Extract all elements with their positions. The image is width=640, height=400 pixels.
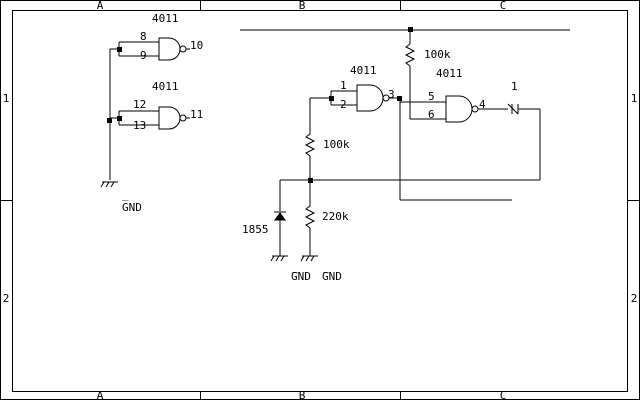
gate-part-label: 4011 <box>436 67 463 80</box>
diode-label: 1855 <box>242 223 269 236</box>
border-col-label-a-bottom: A <box>97 389 104 400</box>
gate-input-pin-b: 6 <box>428 108 435 121</box>
diode-triangle <box>274 212 286 221</box>
ground-hatch <box>100 181 105 188</box>
gate-input-pin-b: 13 <box>133 119 146 132</box>
ground-symbol <box>100 181 118 188</box>
ground-label: GND <box>291 270 311 283</box>
border-col-label-a: A <box>97 0 104 12</box>
resistor-zigzag <box>304 133 316 157</box>
ground-hatch <box>280 255 285 262</box>
diode-d1: 1855 <box>242 180 286 256</box>
ground-symbol-resistor <box>300 255 318 262</box>
inversion-bubble <box>471 105 479 113</box>
left-ground-net: _ GND <box>100 47 142 214</box>
border-row-label-1: 1 <box>3 92 10 105</box>
gate-input-pin-a: 12 <box>133 98 146 111</box>
gate-output-pin: 10 <box>190 39 203 52</box>
connector-pin-label: 1 <box>511 80 518 93</box>
junction-dot <box>107 118 112 123</box>
ground-hatch <box>110 181 115 188</box>
nand-gate-body <box>445 95 473 123</box>
gate-u1c: 4011 10 8 9 <box>118 12 203 62</box>
junction-dot <box>117 47 122 52</box>
ground-hatch <box>305 255 310 262</box>
junction-dot <box>408 27 413 32</box>
resistor-r1: 100k <box>404 30 451 97</box>
junction-dot <box>397 96 402 101</box>
gate-part-label: 4011 <box>152 80 179 93</box>
inner-border <box>12 10 628 392</box>
gate-u1a: 4011 3 1 2 <box>329 64 400 112</box>
inversion-bubble <box>179 114 187 122</box>
border-row-label-2-right: 2 <box>631 292 638 305</box>
border-col-label-c-bottom: C <box>500 389 507 400</box>
ground-hatch <box>270 255 275 262</box>
gate-input-pin-a: 5 <box>428 90 435 103</box>
inversion-bubble <box>179 45 187 53</box>
ground-label: GND <box>322 270 342 283</box>
ground-overbar: _ <box>323 260 330 273</box>
gate-input-pin-b: 2 <box>340 98 347 111</box>
ground-label: GND <box>122 201 142 214</box>
ground-overbar: _ <box>122 188 129 201</box>
gate-part-label: 4011 <box>152 12 179 25</box>
junction-dot <box>329 96 334 101</box>
gate-output-pin: 4 <box>479 98 486 111</box>
ground-symbol-diode <box>270 255 288 262</box>
resistor-value: 100k <box>424 48 451 61</box>
gate-output-pin: 11 <box>190 108 203 121</box>
resistor-value: 220k <box>322 210 349 223</box>
output-connector: 1 <box>507 80 540 115</box>
nand-gate-body <box>356 84 384 112</box>
ground-hatch <box>310 255 315 262</box>
ground-hatch <box>105 181 110 188</box>
border-row-label-1-right: 1 <box>631 92 638 105</box>
ground-overbar: _ <box>292 260 299 273</box>
nand-gate-body <box>158 37 181 61</box>
ground-hatch <box>275 255 280 262</box>
connector-mark <box>507 103 519 115</box>
ground-hatch <box>300 255 305 262</box>
border-col-label-b-bottom: B <box>299 389 306 400</box>
junction-dot <box>117 116 122 121</box>
resistor-r3: 220k <box>304 180 349 256</box>
resistor-value: 100k <box>323 138 350 151</box>
border-col-label-b: B <box>299 0 306 12</box>
resistor-zigzag <box>304 205 316 229</box>
border-col-label-c: C <box>500 0 507 12</box>
nand-gate-body <box>158 106 181 130</box>
gate-output-pin: 3 <box>388 88 395 101</box>
gate-part-label: 4011 <box>350 64 377 77</box>
gate-input-pin-b: 9 <box>140 49 147 62</box>
border-row-label-2: 2 <box>3 292 10 305</box>
gate-input-pin-a: 1 <box>340 79 347 92</box>
resistor-r2: 100k <box>304 97 350 180</box>
resistor-zigzag <box>404 43 416 67</box>
gate-u1d: 4011 11 12 13 <box>118 80 203 132</box>
gate-input-pin-a: 8 <box>140 30 147 43</box>
gate-u1b: 4011 4 5 6 <box>400 67 508 123</box>
